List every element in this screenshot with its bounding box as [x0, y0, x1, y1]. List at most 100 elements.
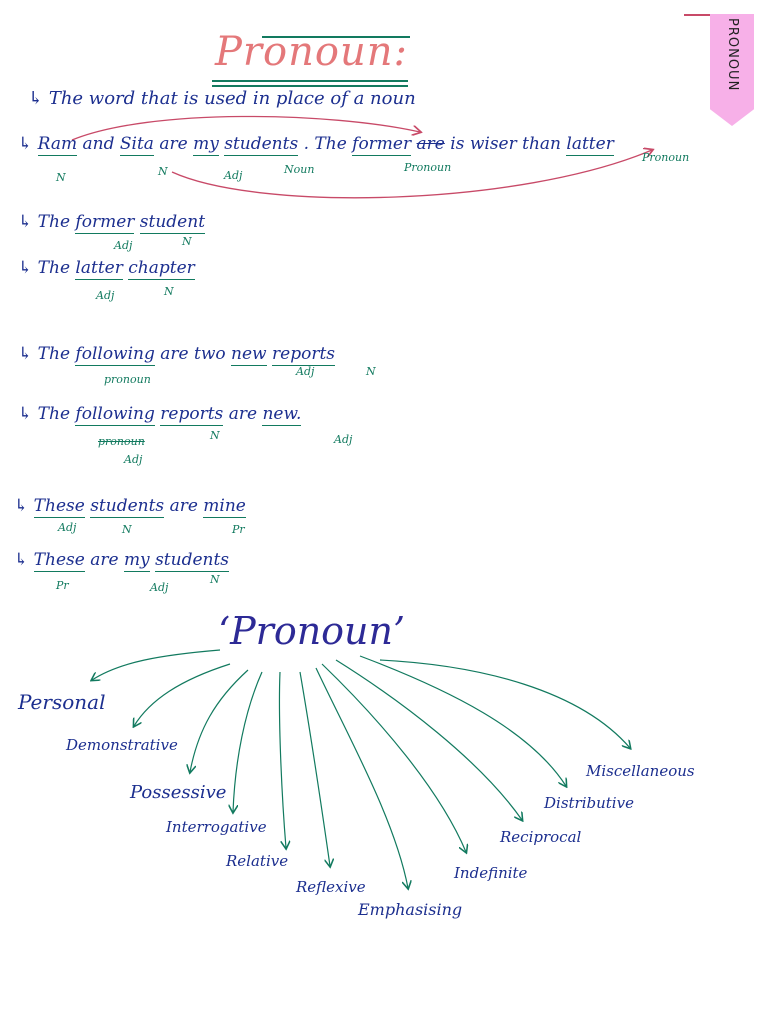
category-possessive: Possessive: [130, 782, 227, 803]
label-pr: Pr: [232, 523, 245, 536]
arrow-to-distributive: [359, 655, 566, 786]
word-former: former: [75, 212, 135, 234]
label-adj: Adj: [58, 521, 77, 534]
arrow-to-reflexive: [299, 671, 330, 866]
word-reports: reports: [272, 344, 336, 366]
arrow-to-miscellaneous: [379, 659, 630, 748]
bullet-arrow: ↳: [14, 496, 29, 516]
bullet-arrow: ↳: [18, 404, 33, 424]
bullet-arrow: ↳: [18, 258, 33, 278]
word-chapter: chapter: [128, 258, 195, 280]
title-underline-1: [212, 80, 408, 82]
label-n: N: [122, 523, 132, 536]
bullet-arrow: ↳: [18, 212, 33, 232]
example-following-reports: ↳ The following reports are new.: [18, 404, 302, 426]
page-title: Pronoun:: [215, 29, 408, 75]
label-adj: Adj: [124, 453, 143, 466]
title-underline-2: [212, 85, 408, 87]
word-ram: Ram: [37, 134, 78, 156]
example-latter-chapter: ↳ The latter chapter: [18, 258, 195, 280]
word-these: These: [33, 550, 85, 572]
word-new: new.: [262, 404, 302, 426]
arrow-to-possessive: [190, 669, 249, 772]
label-pronoun-struck: pronoun: [98, 435, 145, 448]
category-interrogative: Interrogative: [166, 818, 267, 836]
category-relative: Relative: [226, 852, 289, 870]
title-overline: [262, 36, 410, 38]
word-latter: latter: [75, 258, 123, 280]
category-miscellaneous: Miscellaneous: [586, 762, 695, 780]
word-students: students: [90, 496, 165, 518]
word-are-struck: are: [416, 134, 445, 154]
label-n: N: [164, 285, 174, 298]
word: The: [37, 258, 71, 278]
bullet-arrow: ↳: [28, 88, 44, 109]
example-following-are: ↳ The following are two new reports: [18, 344, 336, 366]
word-wiser: is wiser than: [450, 134, 561, 154]
arrow-ram-to-former: [71, 115, 420, 141]
word-sita: Sita: [119, 134, 154, 156]
example-these-are: ↳ These are my students: [14, 550, 230, 572]
label-students: Noun: [284, 163, 315, 176]
definition-line: ↳ The word that is used in place of a no…: [28, 90, 416, 108]
arrow-to-interrogative: [233, 671, 263, 812]
word: The: [37, 404, 71, 424]
arrow-to-relative: [278, 671, 286, 848]
label-sita: N: [158, 165, 168, 178]
word-mine: mine: [203, 496, 246, 518]
word-are: are: [90, 550, 119, 570]
word-are: are: [228, 404, 258, 424]
word-reports: reports: [160, 404, 224, 426]
label-ram: N: [56, 171, 66, 184]
label-latter: Pronoun: [642, 151, 690, 164]
side-tab-label: PRONOUN: [725, 18, 740, 92]
arrow-sita-to-latter: [171, 150, 652, 199]
word-following: following: [75, 344, 155, 366]
label-n: N: [210, 573, 220, 586]
diagram-center-pronoun: ‘Pronoun’: [218, 609, 406, 653]
label-n: N: [366, 365, 376, 378]
label-pronoun: pronoun: [104, 373, 151, 386]
word: The: [37, 344, 71, 364]
word-are: are: [169, 496, 198, 516]
word-following: following: [75, 404, 155, 426]
label-pr: Pr: [56, 579, 69, 592]
word-and: and: [82, 134, 115, 154]
word-students: students: [224, 134, 299, 156]
arrow-to-emphasising: [315, 667, 408, 888]
word-my: my: [123, 550, 150, 572]
word-latter: latter: [566, 134, 614, 156]
category-reciprocal: Reciprocal: [500, 828, 582, 846]
label-former: Pronoun: [404, 161, 452, 174]
bullet-arrow: ↳: [14, 550, 29, 570]
word-the: . The: [303, 134, 347, 154]
category-personal: Personal: [18, 690, 106, 714]
word-student: student: [139, 212, 206, 234]
bullet-arrow: ↳: [18, 134, 33, 154]
label-n: N: [210, 429, 220, 442]
label-adj: Adj: [334, 433, 353, 446]
category-distributive: Distributive: [544, 794, 634, 812]
word-my: my: [193, 134, 219, 156]
bullet-arrow: ↳: [18, 344, 33, 364]
arrow-to-indefinite: [321, 663, 466, 852]
word-new: new: [231, 344, 267, 366]
definition-text: The word that is used in place of a noun: [48, 88, 416, 109]
label-my: Adj: [224, 169, 243, 182]
diagram-arrows: [92, 649, 630, 888]
category-indefinite: Indefinite: [454, 864, 528, 882]
label-adj: Adj: [96, 289, 115, 302]
label-adj: Adj: [150, 581, 169, 594]
label-adj: Adj: [114, 239, 133, 252]
ram-sita-line: ↳ Ram and Sita are my students . The for…: [18, 134, 614, 156]
category-demonstrative: Demonstrative: [66, 736, 178, 754]
arrow-to-reciprocal: [335, 659, 522, 820]
label-adj: Adj: [296, 365, 315, 378]
word-students: students: [155, 550, 230, 572]
word-are-two: are two: [160, 344, 226, 364]
arrow-to-demonstrative: [134, 663, 231, 726]
example-these-students: ↳ These students are mine: [14, 496, 246, 518]
arrow-to-personal: [92, 649, 221, 680]
